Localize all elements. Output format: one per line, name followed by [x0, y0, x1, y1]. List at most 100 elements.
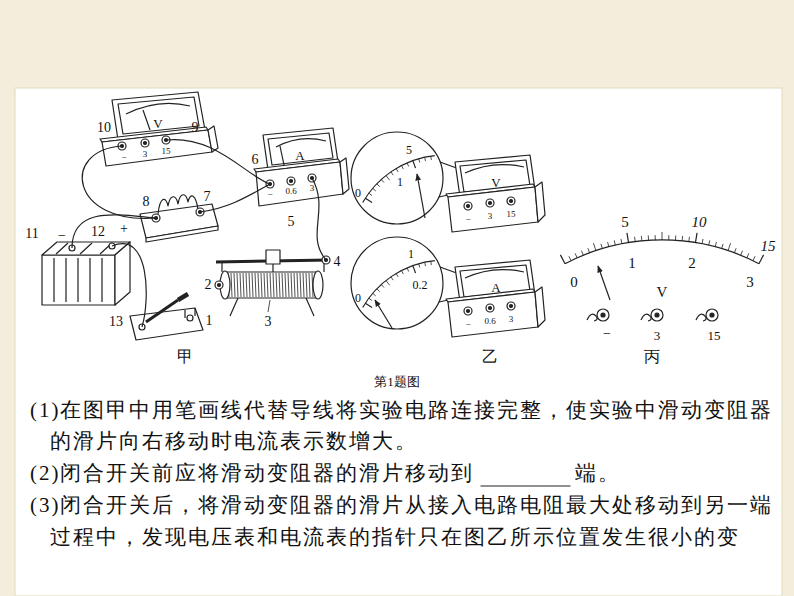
scale-number: 1	[397, 176, 403, 188]
scale-tick	[728, 243, 731, 251]
voltmeter-scale	[560, 232, 763, 300]
paper-panel	[15, 88, 782, 596]
scale-tick	[391, 172, 393, 175]
wire	[200, 184, 270, 212]
scale-tick	[759, 255, 764, 264]
terminal-label: −	[121, 153, 126, 162]
scale-tick	[460, 261, 462, 265]
scale-tick	[377, 184, 380, 187]
scale-tick	[424, 262, 426, 266]
scale-tick	[627, 233, 629, 243]
rheostat-symbol	[266, 250, 280, 264]
scale-tick	[734, 248, 736, 253]
dial-magnifier	[351, 132, 443, 224]
ammeter-symbol	[535, 287, 545, 327]
terminal-label: 0.6	[285, 187, 296, 196]
terminal-symbol	[597, 309, 609, 321]
scale-tick	[449, 260, 450, 264]
answer-blank	[481, 485, 571, 486]
dial-magnifier	[375, 300, 392, 328]
terminal-label: 0.6	[484, 317, 495, 326]
switch-symbol	[178, 294, 188, 300]
wire	[72, 140, 326, 327]
coil-winding	[288, 273, 289, 297]
scale-tick	[688, 237, 690, 242]
figure-label: 甲	[177, 349, 193, 365]
scale-tick	[407, 163, 409, 167]
dial-magnifier	[351, 237, 443, 329]
voltmeter-symbol	[126, 103, 190, 114]
terminal-label: 3	[654, 329, 661, 342]
terminal-symbol	[651, 309, 663, 321]
coil-winding	[231, 273, 232, 297]
coil-winding	[285, 273, 286, 297]
scale-tick	[369, 298, 372, 300]
voltmeter-symbol	[464, 202, 472, 210]
ammeter-symbol	[340, 158, 349, 194]
switch-symbol	[187, 315, 193, 321]
scale-tick	[436, 260, 437, 264]
scale-tick	[369, 193, 372, 195]
switch-symbol	[185, 308, 195, 318]
rheostat-symbol	[268, 300, 270, 312]
coil-winding	[306, 273, 307, 297]
voltmeter-symbol	[489, 202, 492, 205]
coil-winding	[270, 273, 271, 297]
scale-tick	[402, 271, 404, 275]
scale-number: 2	[688, 256, 696, 271]
voltmeter-symbol	[467, 205, 470, 208]
scale-tick	[386, 281, 390, 286]
scale-tick	[641, 236, 642, 241]
callout-number: 12	[91, 225, 105, 239]
voltmeter-symbol	[100, 92, 218, 166]
coil-winding	[276, 273, 277, 297]
scale-tick	[430, 261, 432, 265]
ammeter-symbol	[489, 307, 492, 310]
scale-tick	[365, 303, 372, 307]
meter-letter: V	[491, 176, 500, 189]
scale-tick	[715, 242, 716, 247]
voltmeter-scale	[598, 266, 610, 300]
rheostat-symbol	[228, 273, 316, 297]
coil-winding	[243, 273, 244, 297]
voltmeter-symbol	[535, 182, 545, 222]
ammeter-symbol	[465, 270, 524, 278]
illustration	[42, 92, 764, 486]
scale-number: 5	[621, 215, 629, 230]
terminal-label: 3	[310, 184, 315, 193]
terminal-label: −	[465, 215, 470, 224]
scale-tick	[588, 248, 590, 253]
ammeter-symbol	[276, 139, 326, 147]
rheostat-symbol	[215, 250, 330, 316]
ammeter-symbol	[510, 305, 513, 308]
scale-tick	[722, 244, 723, 249]
scale-number: 0	[355, 187, 361, 199]
coil-winding	[234, 273, 235, 297]
scale-tick	[682, 236, 683, 241]
coil-winding	[255, 273, 256, 297]
coil-winding	[273, 273, 274, 297]
terminal-label: 3	[509, 315, 514, 324]
coil-winding	[300, 273, 301, 297]
scale-tick	[614, 240, 615, 245]
terminal-label: 15	[162, 147, 171, 156]
ammeter-symbol	[448, 292, 538, 337]
scale-tick	[419, 264, 420, 268]
scale-tick	[454, 261, 455, 265]
rheostat-symbol	[215, 281, 223, 289]
coil-winding	[267, 273, 268, 297]
scale-tick	[396, 169, 398, 172]
figure-label: 乙	[482, 349, 498, 365]
scale-tick	[449, 155, 450, 159]
callout-number: 5	[288, 215, 295, 229]
terminal-label: 3	[488, 212, 493, 221]
scale-tick	[413, 161, 416, 169]
coil-winding	[279, 273, 280, 297]
ammeter-symbol	[254, 128, 349, 206]
coil-winding	[252, 273, 253, 297]
scale-tick	[608, 242, 609, 247]
dial-magnifier	[417, 174, 425, 218]
scale-tick	[709, 240, 710, 245]
scale-tick	[620, 239, 622, 244]
scale-tick	[407, 268, 409, 272]
